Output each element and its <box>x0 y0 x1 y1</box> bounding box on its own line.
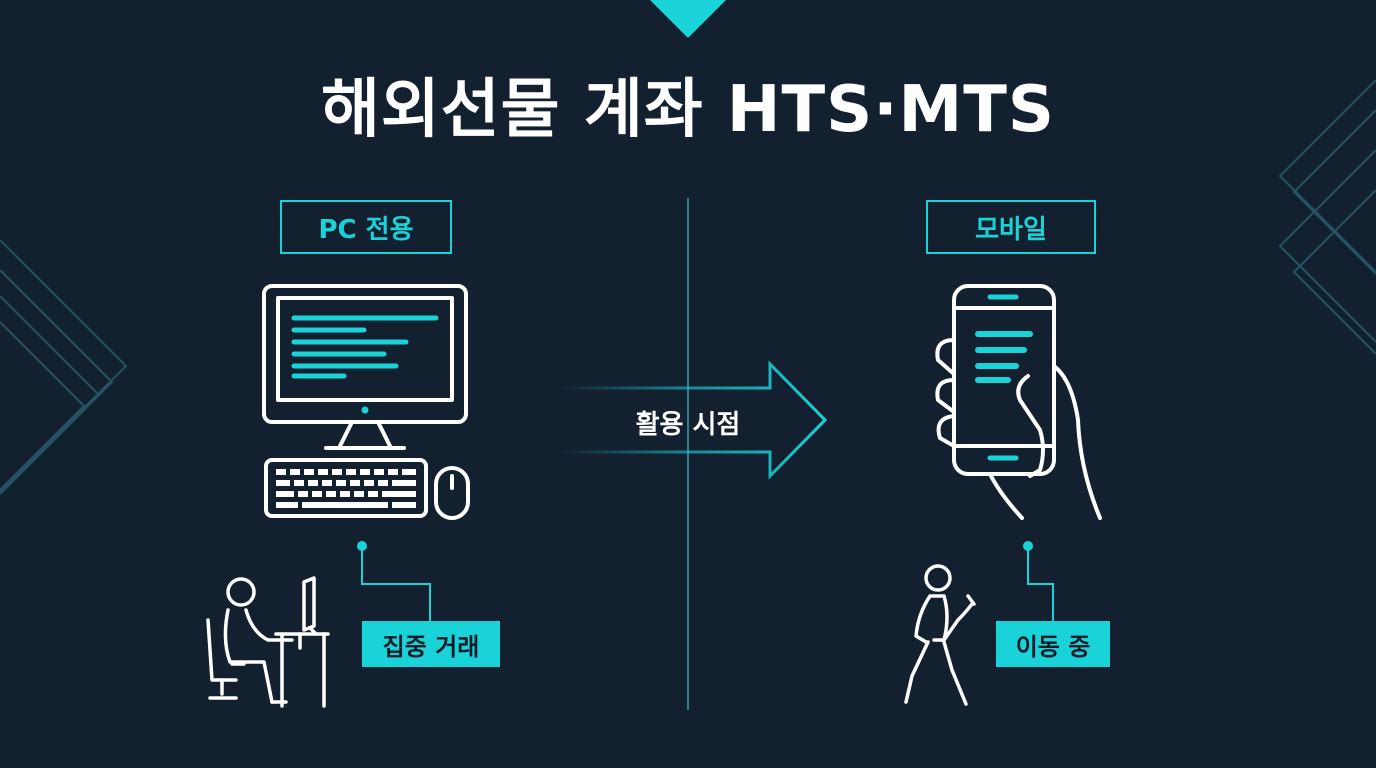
left-chevron-decoration <box>0 239 128 495</box>
transition-arrow <box>560 360 828 480</box>
walking-person-icon <box>904 564 976 706</box>
pc-connector-line <box>361 546 431 621</box>
mobile-tag: 모바일 <box>926 200 1096 254</box>
mouse-icon <box>434 466 470 520</box>
on-the-move-label: 이동 중 <box>1015 632 1091 661</box>
top-notch <box>650 0 726 38</box>
mobile-connector-line <box>1027 546 1054 621</box>
on-the-move-chip: 이동 중 <box>996 621 1110 667</box>
person-at-desk-icon <box>206 576 330 708</box>
keyboard-icon <box>264 458 428 518</box>
screen-text-lines <box>291 315 439 379</box>
right-chevron-decoration <box>1278 79 1376 355</box>
pc-connector-dot <box>357 541 367 551</box>
mobile-connector-dot <box>1023 541 1033 551</box>
pc-only-tag-label: PC 전용 <box>318 214 414 245</box>
phone-screen-text-lines <box>975 331 1033 383</box>
desktop-computer-icon <box>262 284 468 450</box>
focused-trading-label: 집중 거래 <box>382 632 480 661</box>
focused-trading-chip: 집중 거래 <box>362 621 500 667</box>
phone-in-hand-icon <box>935 284 1102 520</box>
mobile-tag-label: 모바일 <box>975 214 1047 245</box>
monitor-power-dot <box>361 406 369 414</box>
pc-only-tag: PC 전용 <box>280 200 452 254</box>
page-title: 해외선물 계좌 HTS·MTS <box>321 73 1055 147</box>
arrow-label: 활용 시점 <box>635 410 741 440</box>
